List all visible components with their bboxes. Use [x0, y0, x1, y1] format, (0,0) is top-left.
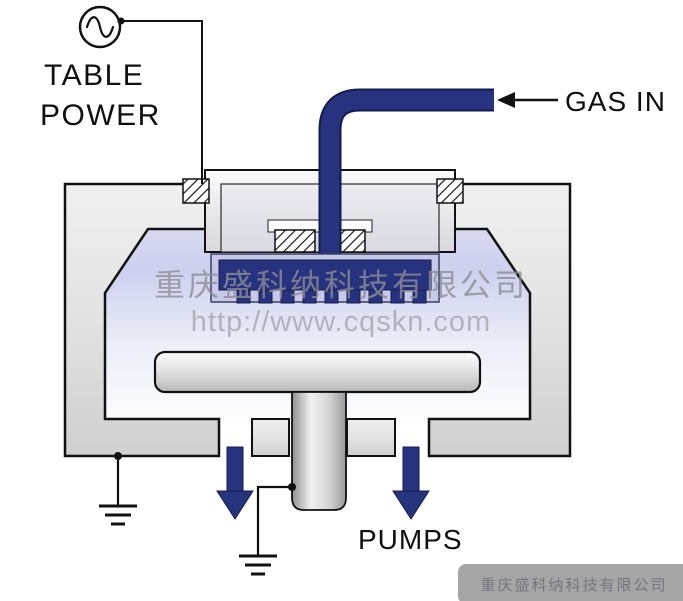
- wafer-table: [153, 350, 482, 394]
- gas-in-label: GAS IN: [565, 86, 666, 117]
- ground-icon: [239, 554, 277, 576]
- watermark-company: 重庆盛科纳科技有限公司: [154, 268, 528, 303]
- table-pedestal: [291, 391, 347, 511]
- ground-center: [239, 483, 296, 576]
- ground-left: [99, 452, 137, 526]
- floor-segment-right: [346, 418, 396, 457]
- ac-source-icon: [78, 5, 122, 49]
- gas-inlet-pipe: [318, 88, 494, 268]
- lid-clamp-hatch-right: [436, 178, 464, 204]
- watermark-badge: 重庆盛科纳科技有限公司: [458, 564, 683, 601]
- electrode-clamp-hatch-center-left: [274, 229, 316, 253]
- showerhead-manifold: [218, 259, 432, 291]
- floor-segment-left: [251, 418, 290, 457]
- pump-arrow-right: [392, 446, 430, 520]
- watermark-badge-text: 重庆盛科纳科技有限公司: [480, 577, 667, 594]
- pump-arrow-left: [216, 446, 254, 520]
- table-power-wire: [121, 20, 203, 184]
- ground-icon: [99, 504, 137, 526]
- lid-clamp-hatch-left: [182, 178, 210, 204]
- showerhead-teeth: [236, 289, 427, 304]
- gas-in-arrow-icon: [497, 92, 558, 108]
- junction-dot-ac: [117, 17, 125, 25]
- chamber-body: [63, 182, 572, 458]
- pumps-label: PUMPS: [358, 524, 463, 555]
- watermark-url: http://www.cqskn.com: [191, 306, 491, 338]
- svg-text:TABLE: TABLE: [44, 59, 144, 92]
- table-power-label: TABLE POWER: [40, 59, 161, 132]
- svg-text:POWER: POWER: [40, 99, 161, 132]
